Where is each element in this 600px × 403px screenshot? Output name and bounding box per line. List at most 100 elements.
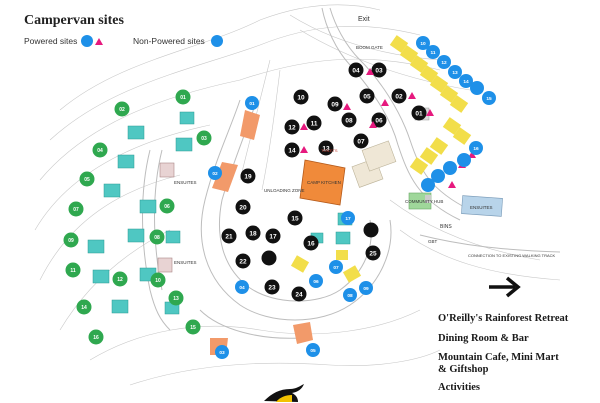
black-site-13: 13 (318, 140, 334, 156)
nav-activities-label: Activities (438, 382, 480, 393)
svg-text:11: 11 (311, 121, 318, 128)
black-site-14: 14 (284, 142, 300, 158)
svg-text:19: 19 (244, 174, 252, 181)
exit-label: Exit (358, 16, 370, 23)
svg-text:05: 05 (310, 348, 316, 354)
svg-text:07: 07 (333, 265, 339, 271)
svg-text:10: 10 (420, 41, 426, 47)
green-site-10: 10 (150, 272, 166, 288)
black-site-06: 06 (371, 112, 387, 128)
green-site-15: 15 (185, 319, 201, 335)
black-site-22: 22 (235, 253, 251, 269)
svg-text:13: 13 (452, 70, 458, 76)
ensuites-building-1 (159, 162, 175, 178)
svg-text:13: 13 (322, 146, 330, 153)
svg-text:09: 09 (68, 238, 74, 244)
svg-text:24: 24 (295, 292, 303, 299)
black-site-26 (261, 250, 277, 266)
black-site-09: 09 (327, 96, 343, 112)
black-site-27 (363, 222, 379, 238)
svg-text:03: 03 (201, 136, 207, 142)
camp-kitchen-label: CAMP KITCHEN (307, 180, 341, 185)
legend-non-powered-label: Non-Powered sites (133, 36, 205, 46)
black-site-16: 16 (303, 235, 319, 251)
nav-cafe-label-1: Mountain Cafe, Mini Mart (438, 352, 559, 363)
buildings (157, 107, 503, 273)
green-site-09: 09 (63, 232, 79, 248)
cv-site-11: 11 (426, 45, 440, 59)
green-site-16: 16 (88, 329, 104, 345)
svg-text:06: 06 (164, 204, 170, 210)
black-site-19: 19 (240, 168, 256, 184)
svg-text:03: 03 (219, 350, 225, 356)
svg-text:23: 23 (268, 285, 276, 292)
black-sites: 01 02 03 04 05 06 07 08 09 10 11 12 13 1… (221, 62, 427, 302)
cv-site-04: 04 (235, 280, 249, 294)
nav-activities-link[interactable]: Activities (438, 382, 480, 394)
ensuites-building-3 (461, 195, 503, 217)
green-site-14: 14 (76, 299, 92, 315)
black-site-07: 07 (353, 133, 369, 149)
svg-text:16: 16 (473, 146, 479, 152)
svg-text:13: 13 (173, 296, 179, 302)
svg-text:04: 04 (352, 68, 360, 75)
svg-text:09: 09 (363, 286, 369, 292)
black-site-23: 23 (264, 279, 280, 295)
svg-text:01: 01 (249, 101, 255, 107)
power-triangles (300, 68, 476, 188)
ensuites-label-1: ENSUITES (174, 180, 197, 185)
svg-text:08: 08 (154, 235, 160, 241)
cv-site-02: 02 (208, 166, 222, 180)
cv-sites: 01 02 03 04 05 06 07 08 09 10 11 12 13 1… (208, 36, 496, 359)
svg-text:10: 10 (297, 95, 305, 102)
ensuites-label-3: ENSUITES (470, 205, 493, 210)
svg-text:20: 20 (239, 205, 247, 212)
cv-site-09: 09 (359, 281, 373, 295)
svg-text:08: 08 (347, 293, 353, 299)
boom-gate-label: BOOM GATE (356, 45, 383, 50)
svg-text:02: 02 (119, 107, 125, 113)
black-site-15: 15 (287, 210, 303, 226)
svg-text:15: 15 (486, 96, 492, 102)
black-site-04: 04 (348, 62, 364, 78)
map-labels: Exit BOOM GATE ENSUITES ENSUITES UNLOADI… (174, 16, 556, 265)
cv-site-05: 05 (306, 343, 320, 357)
cv-site-14: 14 (459, 74, 473, 88)
green-site-01: 01 (175, 89, 191, 105)
nav-retreat-link[interactable]: O'Reilly's Rainforest Retreat (438, 313, 568, 325)
green-site-06: 06 (159, 198, 175, 214)
svg-text:07: 07 (73, 207, 79, 213)
black-site-08: 08 (341, 112, 357, 128)
svg-text:15: 15 (291, 216, 299, 223)
cv-site-17: 17 (341, 211, 355, 225)
black-site-02: 02 (391, 88, 407, 104)
svg-text:22: 22 (239, 259, 247, 266)
legend-powered: Powered sites (24, 35, 104, 47)
svg-text:04: 04 (239, 285, 245, 291)
right-arrow-icon[interactable] (487, 274, 523, 300)
nav-dining-link[interactable]: Dining Room & Bar (438, 333, 529, 345)
svg-text:03: 03 (375, 68, 383, 75)
unloading-zone-label: UNLOADING ZONE (264, 188, 305, 193)
green-site-04: 04 (92, 142, 108, 158)
svg-text:06: 06 (375, 118, 383, 125)
cv-site-07: 07 (329, 260, 343, 274)
svg-text:08: 08 (345, 118, 353, 125)
black-site-03: 03 (371, 62, 387, 78)
svg-text:01: 01 (415, 111, 423, 118)
green-site-13: 13 (168, 290, 184, 306)
nav-cafe-link[interactable]: Mountain Cafe, Mini Mart & Giftshop (438, 352, 559, 376)
svg-text:06: 06 (313, 279, 319, 285)
nav-dining-label: Dining Room & Bar (438, 333, 529, 344)
svg-text:05: 05 (84, 177, 90, 183)
black-site-21: 21 (221, 228, 237, 244)
svg-text:01: 01 (180, 95, 186, 101)
green-site-11: 11 (65, 262, 81, 278)
toilets-label: TOILETS (321, 148, 338, 153)
green-site-05: 05 (79, 171, 95, 187)
svg-text:11: 11 (430, 50, 435, 56)
green-site-08: 08 (149, 229, 165, 245)
svg-text:15: 15 (190, 325, 196, 331)
svg-text:14: 14 (463, 79, 469, 85)
power-triangle-icon (95, 37, 104, 45)
